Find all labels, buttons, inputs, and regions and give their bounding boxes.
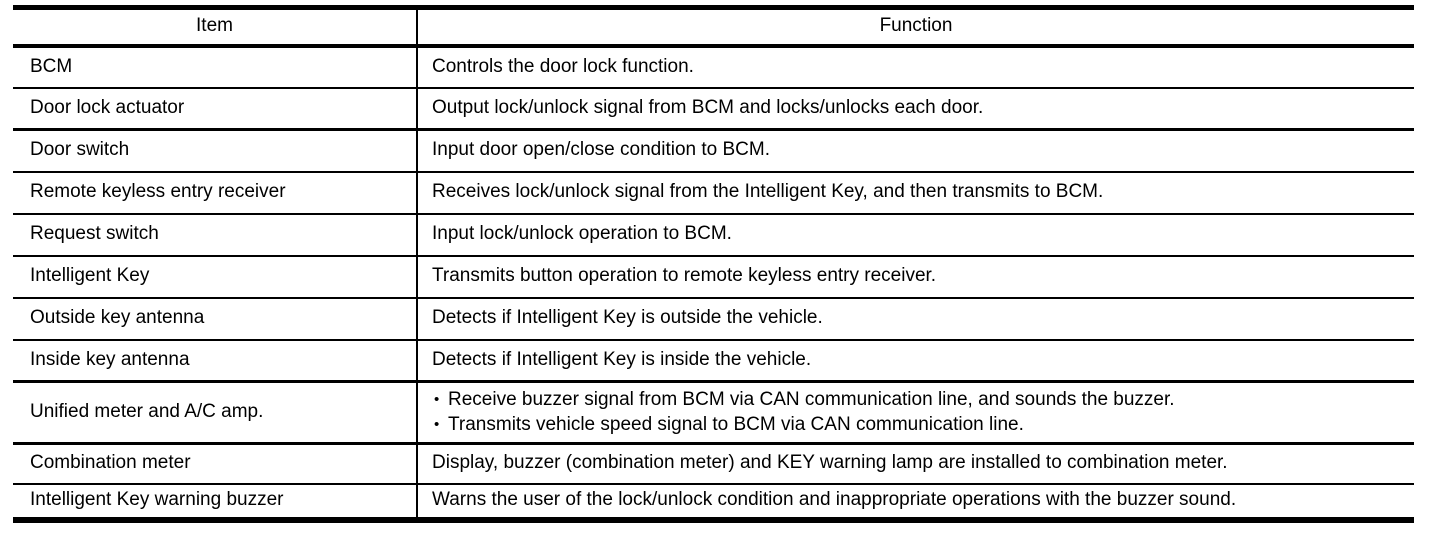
table-row-remote-keyless-entry-receiver: Remote keyless entry receiver Receives l… bbox=[13, 170, 1414, 214]
item-function-table: Item Function BCM Controls the door lock… bbox=[13, 5, 1414, 523]
header-row: Item Function bbox=[13, 7, 1414, 48]
function-cell: Transmits button operation to remote key… bbox=[417, 254, 1414, 298]
function-cell: Controls the door lock function. bbox=[417, 44, 1414, 88]
bullet-list-item: • Receive buzzer signal from BCM via CAN… bbox=[432, 388, 1404, 412]
function-cell: Receives lock/unlock signal from the Int… bbox=[417, 170, 1414, 214]
bullet-icon: • bbox=[434, 391, 440, 408]
function-cell: • Receive buzzer signal from BCM via CAN… bbox=[417, 380, 1414, 444]
item-cell: Outside key antenna bbox=[13, 296, 418, 340]
item-cell: Combination meter bbox=[13, 442, 418, 484]
table-row-door-lock-actuator: Door lock actuator Output lock/unlock si… bbox=[13, 86, 1414, 130]
item-cell: Door lock actuator bbox=[13, 86, 418, 130]
function-cell: Output lock/unlock signal from BCM and l… bbox=[417, 86, 1414, 130]
function-text: Receive buzzer signal from BCM via CAN c… bbox=[448, 389, 1175, 410]
item-cell: BCM bbox=[13, 44, 418, 88]
function-cell: Input lock/unlock operation to BCM. bbox=[417, 212, 1414, 256]
bullet-icon: • bbox=[434, 416, 440, 433]
item-cell: Intelligent Key warning buzzer bbox=[13, 482, 418, 520]
table-row-combination-meter: Combination meter Display, buzzer (combi… bbox=[13, 442, 1414, 484]
table-row-intelligent-key: Intelligent Key Transmits button operati… bbox=[13, 254, 1414, 298]
bullet-list-item: • Transmits vehicle speed signal to BCM … bbox=[432, 413, 1404, 437]
table-row-request-switch: Request switch Input lock/unlock operati… bbox=[13, 212, 1414, 256]
item-cell: Inside key antenna bbox=[13, 338, 418, 382]
item-cell: Unified meter and A/C amp. bbox=[13, 380, 418, 444]
table-row-inside-key-antenna: Inside key antenna Detects if Intelligen… bbox=[13, 338, 1414, 382]
table-row-bcm: BCM Controls the door lock function. bbox=[13, 44, 1414, 88]
table-body: BCM Controls the door lock function. Doo… bbox=[13, 44, 1414, 520]
table-row-intelligent-key-warning-buzzer: Intelligent Key warning buzzer Warns the… bbox=[13, 482, 1414, 520]
table-header: Item Function bbox=[13, 7, 1414, 48]
column-header-function: Function bbox=[417, 7, 1414, 48]
function-cell: Detects if Intelligent Key is outside th… bbox=[417, 296, 1414, 340]
function-cell: Detects if Intelligent Key is inside the… bbox=[417, 338, 1414, 382]
table-row-outside-key-antenna: Outside key antenna Detects if Intellige… bbox=[13, 296, 1414, 340]
item-cell: Remote keyless entry receiver bbox=[13, 170, 418, 214]
column-header-item: Item bbox=[13, 7, 418, 48]
function-cell: Display, buzzer (combination meter) and … bbox=[417, 442, 1414, 484]
function-cell: Warns the user of the lock/unlock condit… bbox=[417, 482, 1414, 520]
item-cell: Request switch bbox=[13, 212, 418, 256]
table-row-door-switch: Door switch Input door open/close condit… bbox=[13, 128, 1414, 172]
function-cell: Input door open/close condition to BCM. bbox=[417, 128, 1414, 172]
table-row-unified-meter-ac-amp: Unified meter and A/C amp. • Receive buz… bbox=[13, 380, 1414, 444]
item-cell: Intelligent Key bbox=[13, 254, 418, 298]
function-text: Transmits vehicle speed signal to BCM vi… bbox=[448, 414, 1024, 435]
item-cell: Door switch bbox=[13, 128, 418, 172]
